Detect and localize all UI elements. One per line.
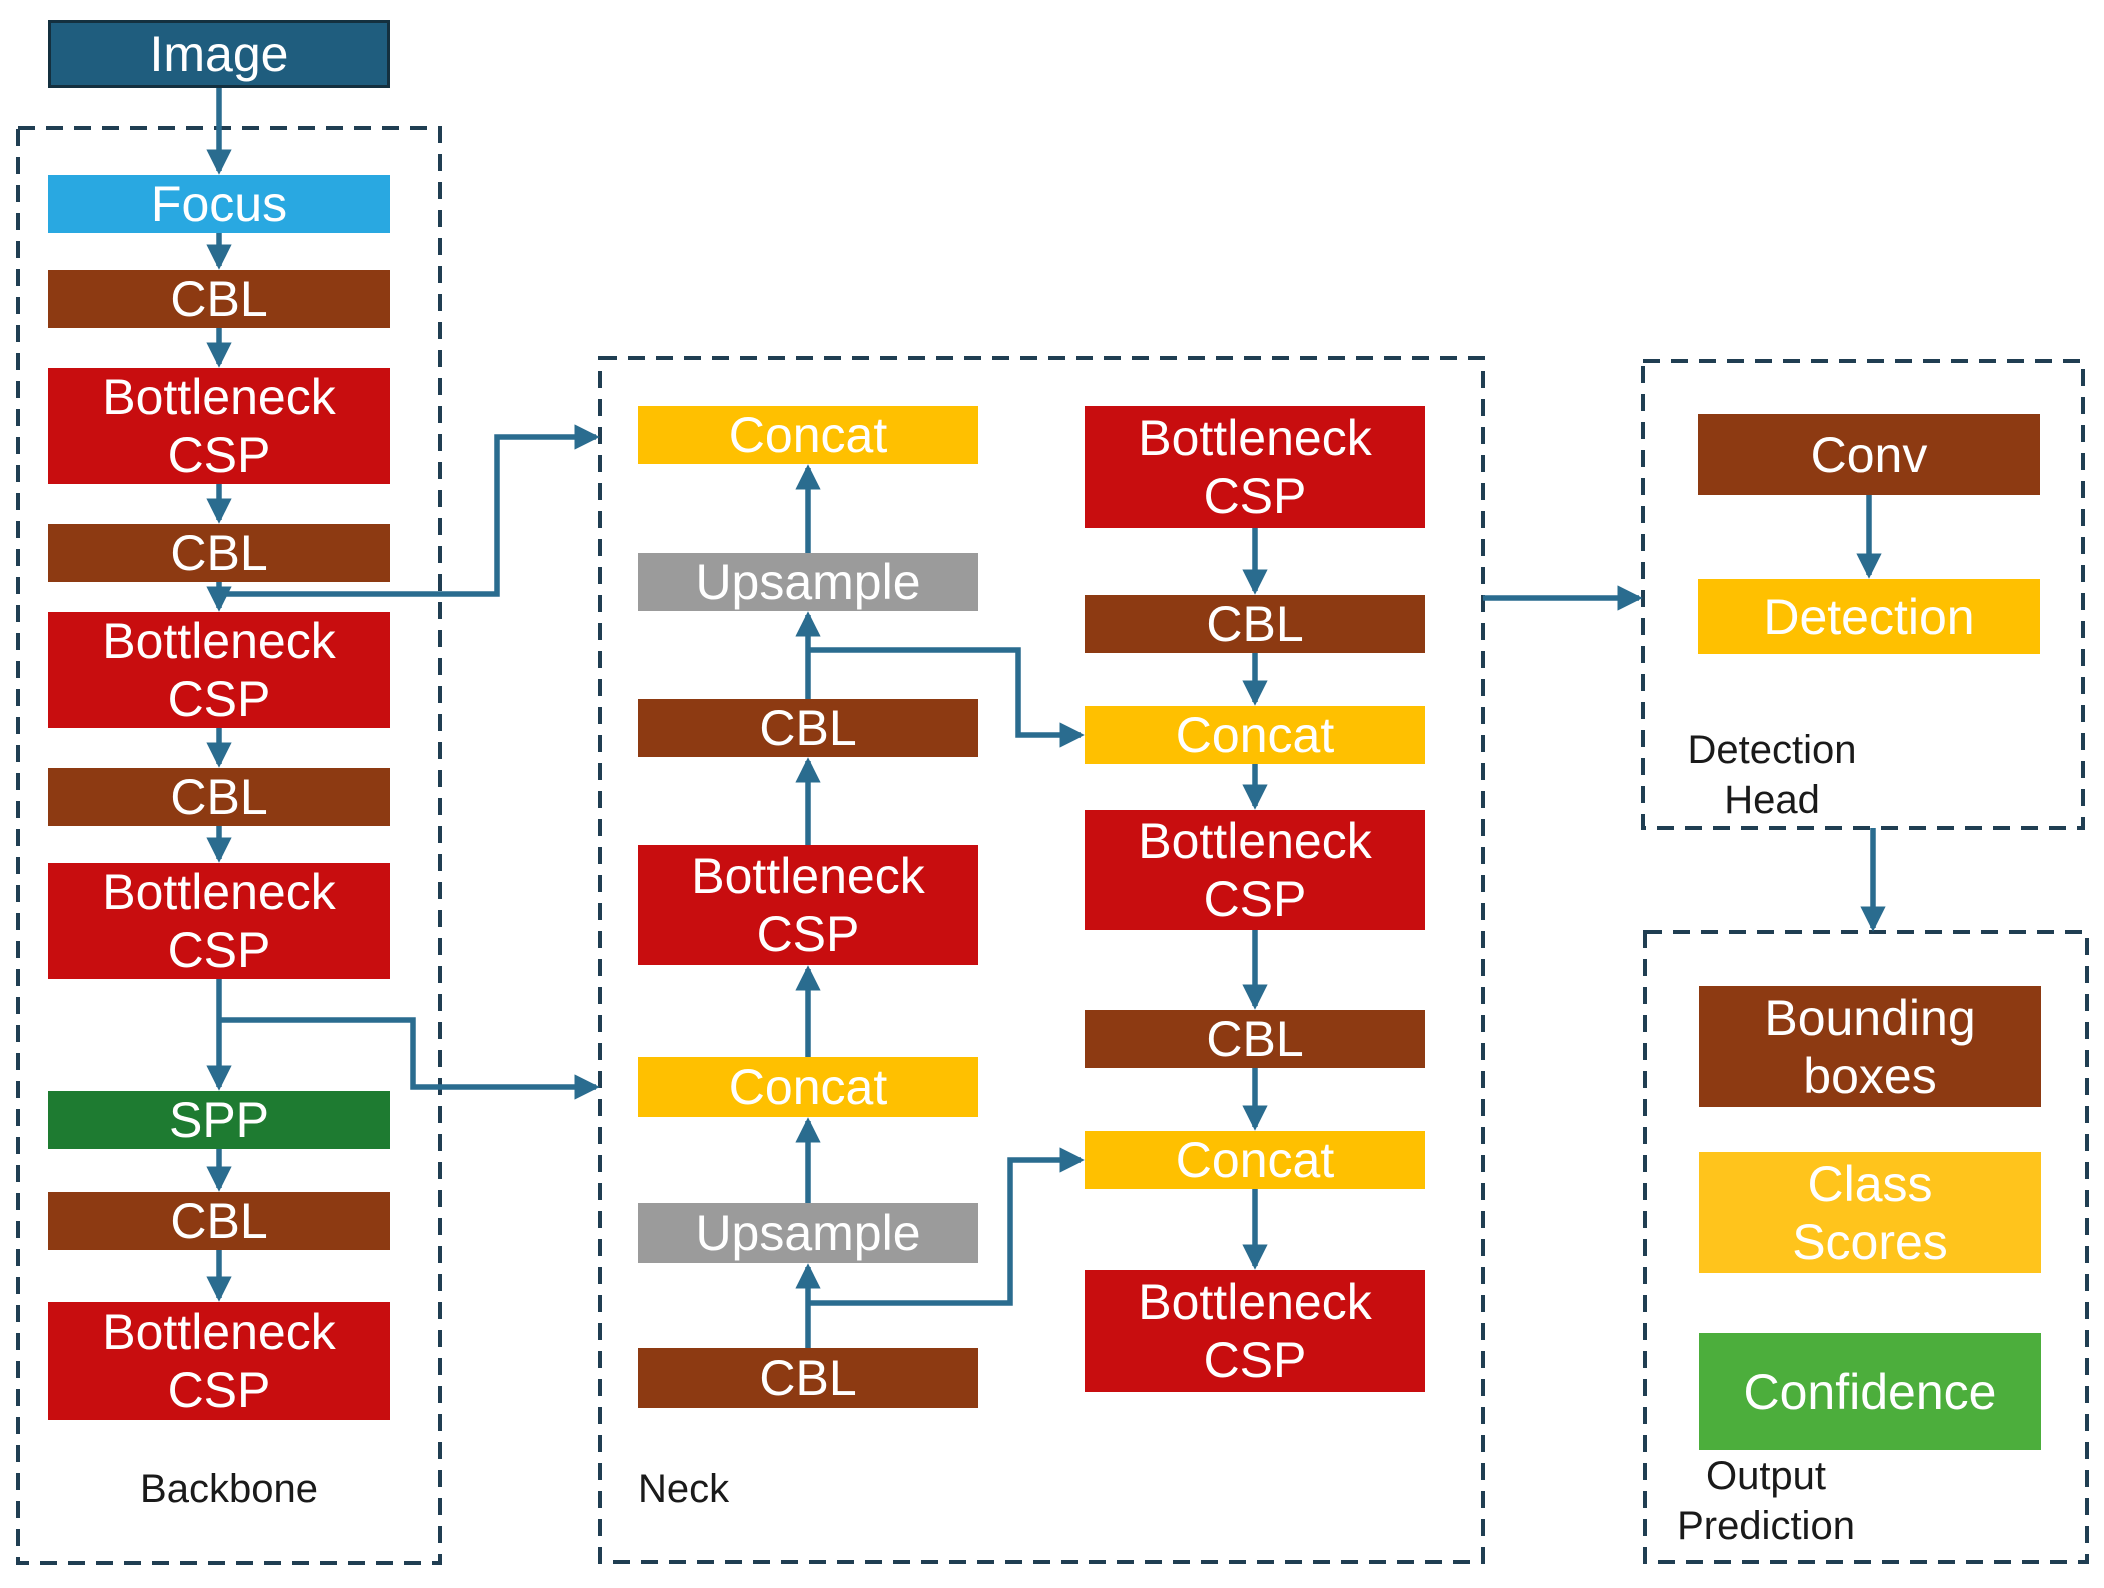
node-conv: Conv <box>1698 414 2040 495</box>
node-bottleneck-csp: Bottleneck CSP <box>48 368 390 484</box>
node-bounding-boxes: Bounding boxes <box>1699 986 2041 1107</box>
node-cbl: CBL <box>48 270 390 328</box>
node-upsample: Upsample <box>638 1203 978 1263</box>
node-concat: Concat <box>638 406 978 464</box>
node-spp: SPP <box>48 1091 390 1149</box>
detection-head-group-border <box>1641 359 2085 830</box>
output-prediction-group-border <box>1643 930 2089 1564</box>
node-upsample: Upsample <box>638 553 978 611</box>
node-cbl: CBL <box>638 699 978 757</box>
node-bottleneck-csp: Bottleneck CSP <box>48 612 390 728</box>
arrow-backbone-skip-to-neck-top-concat <box>219 424 600 597</box>
neck-section-label: Neck <box>638 1467 730 1511</box>
node-class-scores: Class Scores <box>1699 1152 2041 1273</box>
node-cbl: CBL <box>1085 595 1425 653</box>
node-bottleneck-csp: Bottleneck CSP <box>48 863 390 979</box>
backbone-group-border <box>16 126 442 1565</box>
arrow-cbl-branch-to-right-concat-lower <box>808 1147 1085 1306</box>
node-detection: Detection <box>1698 579 2040 654</box>
node-concat: Concat <box>1085 706 1425 764</box>
node-concat: Concat <box>1085 1131 1425 1189</box>
node-confidence: Confidence <box>1699 1333 2041 1450</box>
node-focus: Focus <box>48 175 390 233</box>
node-bottleneck-csp: Bottleneck CSP <box>48 1302 390 1420</box>
node-cbl: CBL <box>1085 1010 1425 1068</box>
node-cbl: CBL <box>48 524 390 582</box>
arrow-cbl-branch-to-right-concat-upper <box>808 647 1085 748</box>
node-cbl: CBL <box>638 1348 978 1408</box>
node-cbl: CBL <box>48 1192 390 1250</box>
backbone-section-label: Backbone <box>140 1467 318 1511</box>
arrow-backbone-skip-to-neck-lower-concat <box>219 1017 600 1100</box>
node-bottleneck-csp: Bottleneck CSP <box>1085 406 1425 528</box>
node-bottleneck-csp: Bottleneck CSP <box>1085 810 1425 930</box>
node-concat: Concat <box>638 1057 978 1117</box>
neck-group-border <box>598 356 1485 1564</box>
node-bottleneck-csp: Bottleneck CSP <box>1085 1270 1425 1392</box>
detection-head-section-label: Detection Head <box>1687 728 1857 822</box>
output-prediction-section-label: Output Prediction <box>1677 1454 1855 1548</box>
node-cbl: CBL <box>48 768 390 826</box>
node-image-input: Image <box>48 20 390 88</box>
node-bottleneck-csp: Bottleneck CSP <box>638 845 978 965</box>
